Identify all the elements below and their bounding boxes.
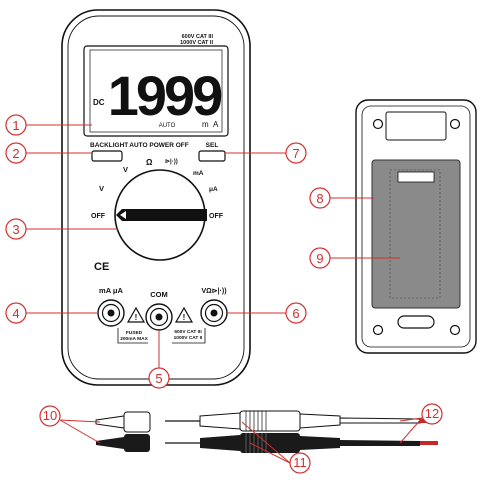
svg-text:4: 4 xyxy=(12,306,19,321)
callout-11: 11 xyxy=(289,452,311,474)
jack-v-ohm[interactable] xyxy=(200,299,228,327)
svg-text:12: 12 xyxy=(425,406,439,421)
dial-ua: μA xyxy=(209,186,218,193)
v-rating2: 1000V CAT II xyxy=(174,335,203,341)
holster xyxy=(371,159,461,309)
jack-v-ohm-label: VΩ⊳|·)) xyxy=(201,288,226,295)
dial-v-dc: V xyxy=(99,184,104,193)
svg-text:11: 11 xyxy=(293,455,307,470)
lcd-screen xyxy=(89,49,223,133)
probe-cap-black xyxy=(96,434,150,452)
dial-v-ac: V xyxy=(123,165,128,174)
jack-com[interactable] xyxy=(145,303,173,331)
svg-text:!: ! xyxy=(135,313,138,322)
callout-6: 6 xyxy=(285,302,307,324)
dial-ma: mA xyxy=(193,170,204,177)
warning-icon: ! xyxy=(126,306,146,323)
svg-text:5: 5 xyxy=(155,371,162,386)
rating-line1: 600V CAT III xyxy=(182,34,214,40)
sel-button[interactable] xyxy=(198,150,226,162)
callout-8: 8 xyxy=(309,187,331,209)
svg-text:2: 2 xyxy=(12,146,19,161)
fused-line1: FUSED xyxy=(126,330,143,336)
callout-5: 5 xyxy=(148,367,170,389)
svg-text:3: 3 xyxy=(12,222,19,237)
callout-12: 12 xyxy=(421,403,443,425)
dial-ohm: Ω xyxy=(146,158,153,167)
ce-mark: CE xyxy=(94,261,109,273)
svg-text:8: 8 xyxy=(316,191,323,206)
dial-pointer xyxy=(116,209,207,221)
svg-text:!: ! xyxy=(183,313,186,322)
display-unit-m: m xyxy=(202,120,209,129)
auto-power-off-label: AUTO POWER OFF xyxy=(129,142,188,149)
callout-7: 7 xyxy=(285,142,307,164)
dial-off-left: OFF xyxy=(91,213,106,220)
v-rating1: 600V CAT III xyxy=(174,329,202,335)
svg-text:1: 1 xyxy=(12,118,19,133)
test-leads xyxy=(95,410,438,453)
callout-2: 2 xyxy=(5,142,27,164)
dial-off-right: OFF xyxy=(209,213,224,220)
display-reading: 1999 xyxy=(108,64,222,127)
svg-text:7: 7 xyxy=(292,146,299,161)
backlight-button[interactable] xyxy=(91,150,123,162)
display-range: AUTO xyxy=(159,123,176,129)
svg-text:10: 10 xyxy=(43,408,57,423)
lcd-frame xyxy=(83,45,229,137)
backlight-label: BACKLIGHT xyxy=(90,142,128,149)
callout-9: 9 xyxy=(309,247,331,269)
probe-cap-white xyxy=(95,411,151,433)
dial-pointer-tip xyxy=(120,211,126,219)
callout-leaders xyxy=(26,124,423,464)
meter-back xyxy=(355,99,477,354)
warning-icon: ! xyxy=(174,306,194,323)
display-mode: DC xyxy=(93,98,105,107)
callout-10: 10 xyxy=(39,405,61,427)
jack-ma-ua[interactable] xyxy=(97,299,125,327)
callout-4: 4 xyxy=(5,302,27,324)
sel-label: SEL xyxy=(206,142,219,149)
display-unit-a: A xyxy=(213,120,219,129)
meter-front: 600V CAT III 1000V CAT II DC 1999 AUTO m… xyxy=(61,9,251,386)
svg-text:6: 6 xyxy=(292,306,299,321)
fused-line2: 200mA MAX xyxy=(120,336,148,342)
rating-line2: 1000V CAT II xyxy=(180,40,213,46)
dial-diode: ⊳|·)) xyxy=(165,159,178,165)
jack-ma-ua-label: mA μA xyxy=(99,286,123,295)
callout-3: 3 xyxy=(5,218,27,240)
svg-text:9: 9 xyxy=(316,251,323,266)
jack-com-label: COM xyxy=(150,290,168,299)
callout-1: 1 xyxy=(5,114,27,136)
